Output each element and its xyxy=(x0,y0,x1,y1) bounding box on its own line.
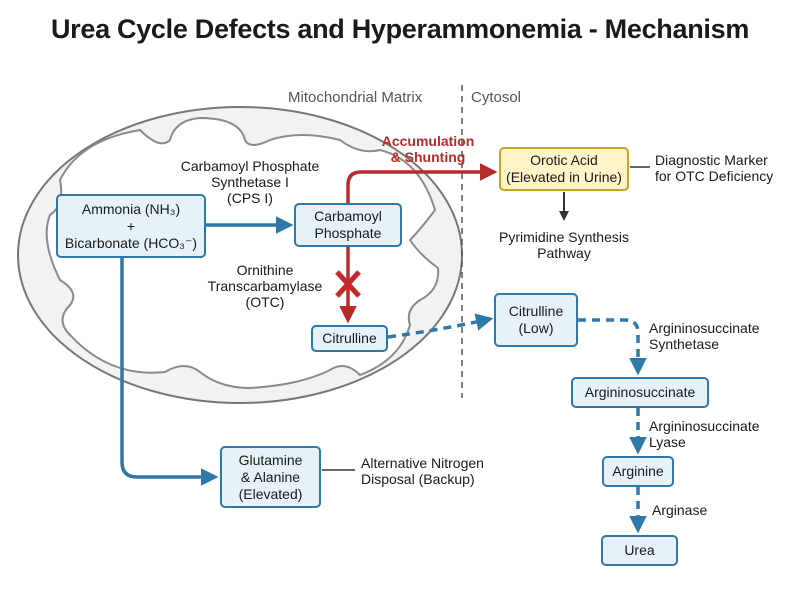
red-x-block-icon xyxy=(335,270,361,298)
node-arginine: Arginine xyxy=(602,456,674,487)
node-glutamine-alanine: Glutamine & Alanine (Elevated) xyxy=(220,446,321,508)
label-otc: Ornithine Transcarbamylase (OTC) xyxy=(207,262,323,310)
arrow-ammonia-to-glutamine xyxy=(120,257,219,486)
label-diagnostic-marker: Diagnostic Marker for OTC Deficiency xyxy=(655,152,774,184)
node-urea: Urea xyxy=(601,535,678,566)
label-mitochondrial-matrix: Mitochondrial Matrix xyxy=(288,89,423,106)
node-orotic-acid: Orotic Acid (Elevated in Urine) xyxy=(499,147,629,191)
node-carbamoyl-phosphate: Carbamoyl Phosphate xyxy=(294,203,402,247)
label-accumulation-shunting: Accumulation & Shunting xyxy=(381,133,475,165)
arrow-citrulline-to-argininosuccinate xyxy=(578,318,647,376)
page-title: Urea Cycle Defects and Hyperammonemia - … xyxy=(50,14,750,44)
label-alternative-nitrogen-disposal: Alternative Nitrogen Disposal (Backup) xyxy=(361,455,484,487)
label-arginase: Arginase xyxy=(652,502,708,518)
node-argininosuccinate: Argininosuccinate xyxy=(571,377,709,408)
label-pyrimidine-pathway: Pyrimidine Synthesis Pathway xyxy=(499,229,629,261)
node-citrulline-cytosol: Citrulline (Low) xyxy=(494,293,578,347)
node-ammonia-bicarbonate: Ammonia (NH₃) + Bicarbonate (HCO₃⁻) xyxy=(56,194,206,258)
label-cytosol: Cytosol xyxy=(471,89,522,106)
node-citrulline-mitochondrial: Citrulline xyxy=(311,325,388,352)
label-argininosuccinate-synthetase: Argininosuccinate Synthetase xyxy=(649,320,760,352)
arrow-shunt-to-orotic-acid xyxy=(346,163,498,204)
label-cps1: Carbamoyl Phosphate Synthetase I (CPS I) xyxy=(180,158,320,206)
label-argininosuccinate-lyase: Argininosuccinate Lyase xyxy=(649,418,760,450)
